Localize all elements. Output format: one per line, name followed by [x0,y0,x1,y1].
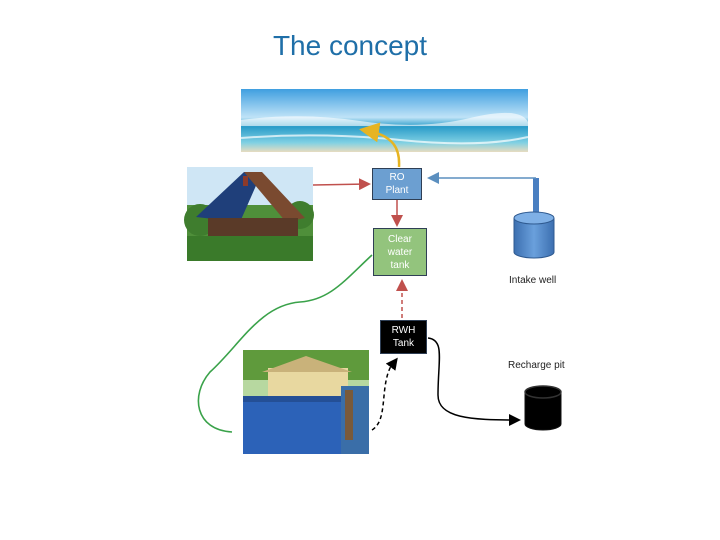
clear-tank-to-house-pipe [197,254,373,433]
house-to-rwh-arrow [371,357,398,431]
clear-water-tank-box: Clear water tank [373,228,427,276]
recharge-pit-label: Recharge pit [508,360,565,371]
rwh-to-recharge-arrow [427,337,521,426]
solar-roof-house-photo [184,167,314,261]
recharge-pit-icon [524,385,562,431]
solar-to-ro-arrow [312,178,371,191]
ro-to-sea-arrow [359,122,401,168]
ro-plant-box: RO Plant [372,168,422,200]
sea-photo [240,89,529,152]
house-with-blue-gate-photo [243,350,369,454]
page-title: The concept [272,30,428,61]
intake-well-icon [513,178,555,259]
intake-well-label: Intake well [509,275,557,286]
rwh-tank-box: RWH Tank [380,320,427,354]
